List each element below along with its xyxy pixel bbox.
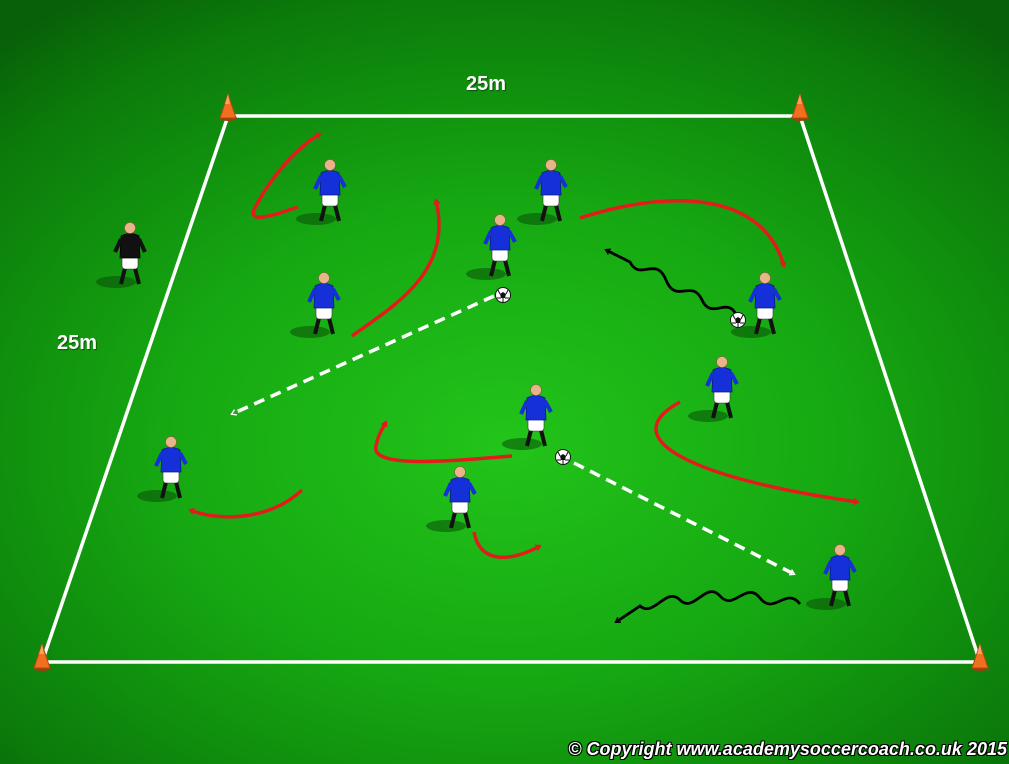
player-left-middle bbox=[290, 273, 339, 339]
pitch-width-label: 25m bbox=[466, 73, 506, 96]
run-arrow-top-right bbox=[580, 201, 784, 266]
ball-center-bottom bbox=[556, 450, 571, 465]
dribble-arrow-upper bbox=[606, 250, 738, 320]
player-center-bottom-with-ball bbox=[502, 385, 551, 451]
player-bottom-right-dribbling bbox=[806, 545, 855, 611]
pitch-length-label: 25m bbox=[57, 332, 97, 355]
pass-arrow-lower bbox=[574, 463, 794, 574]
run-arrow-right-curve bbox=[656, 402, 858, 502]
run-arrow-top-left bbox=[253, 134, 320, 217]
player-right-middle bbox=[688, 357, 737, 423]
ball-right bbox=[731, 313, 746, 328]
goalkeeper bbox=[96, 223, 145, 289]
run-arrow-bottom-left bbox=[190, 490, 302, 517]
run-arrow-center-left bbox=[376, 422, 512, 462]
dribble-arrow-lower bbox=[616, 592, 800, 622]
ball-center-top bbox=[496, 288, 511, 303]
player-bottom-center bbox=[426, 467, 475, 533]
player-top-center bbox=[517, 160, 566, 226]
player-center-with-ball bbox=[466, 215, 515, 281]
cone-top-left bbox=[219, 94, 237, 121]
player-bottom-left bbox=[137, 437, 186, 503]
run-arrow-bottom-center bbox=[474, 532, 540, 557]
copyright-notice: © Copyright www.academysoccercoach.co.uk… bbox=[568, 739, 1007, 760]
cone-top-right bbox=[791, 94, 809, 121]
player-right-dribbling bbox=[731, 273, 780, 339]
pass-arrow-upper bbox=[232, 296, 494, 414]
run-arrow-left-curve bbox=[352, 200, 439, 336]
player-top-left bbox=[296, 160, 345, 226]
